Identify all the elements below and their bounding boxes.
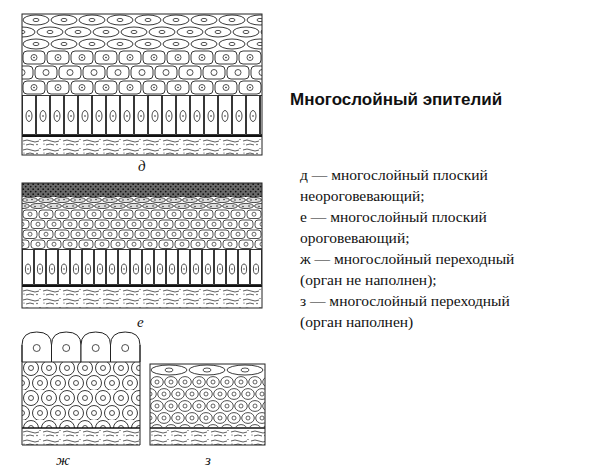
panel-z (150, 364, 265, 445)
panel-letter: з (205, 451, 211, 469)
figure-title: Многослойный эпителий (290, 90, 502, 110)
legend-note: д — многослойный плоский неороговевающий… (300, 164, 545, 206)
legend-note: ж — многослойный переходный (орган не на… (300, 248, 545, 290)
panel-letter: д (138, 157, 146, 175)
panel-letter: е (137, 313, 144, 331)
legend-note: з — многослойный переходный (орган напол… (300, 290, 545, 332)
legend-notes: д — многослойный плоский неороговевающий… (300, 164, 545, 332)
panel-e (22, 183, 262, 308)
legend-note: е — многослойный плоский ороговевающий; (300, 206, 545, 248)
panel-zh (22, 332, 140, 445)
panel-d (22, 14, 262, 155)
panel-letter: ж (56, 451, 70, 469)
